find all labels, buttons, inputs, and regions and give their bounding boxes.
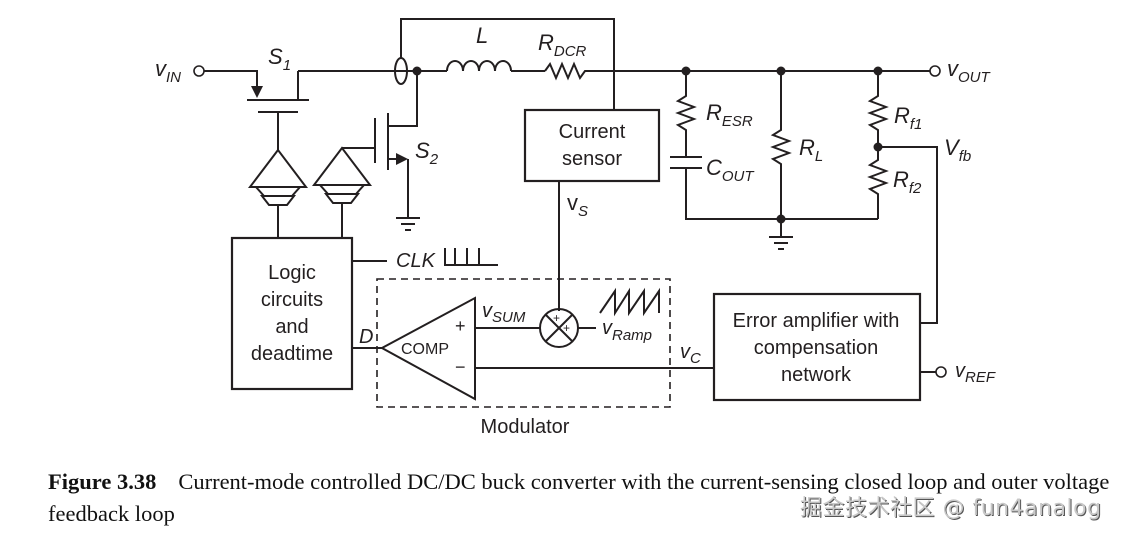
error-amp-line1: Error amplifier with bbox=[733, 310, 900, 332]
logic-line3: and bbox=[275, 316, 308, 338]
resr-label: RESR bbox=[706, 100, 753, 130]
vramp-label: vRamp bbox=[602, 317, 652, 344]
clock-waveform-icon bbox=[444, 248, 498, 266]
comp-plus-label: + bbox=[455, 316, 466, 336]
sawtooth-ramp-icon bbox=[599, 287, 660, 317]
error-amp-line2: compensation bbox=[754, 337, 879, 359]
output-terminal bbox=[929, 65, 941, 77]
vsum-label: vSUM bbox=[482, 300, 526, 326]
switch-s2-nmos bbox=[342, 71, 418, 218]
rf1-label: Rf1 bbox=[894, 103, 922, 133]
current-sensor-block bbox=[523, 108, 661, 183]
switch-s1-pmos bbox=[204, 70, 309, 150]
vref-label: vREF bbox=[955, 360, 996, 386]
inductor-l bbox=[417, 60, 545, 72]
buck-converter-schematic: vIN S1 S2 bbox=[155, 18, 996, 438]
d-label: D bbox=[359, 326, 373, 348]
wire-sense-loop bbox=[400, 18, 615, 110]
modulator-label: Modulator bbox=[481, 416, 570, 438]
resistor-rdcr bbox=[544, 61, 931, 81]
s2-label: S2 bbox=[415, 138, 439, 168]
logic-line1: Logic bbox=[268, 262, 316, 284]
resistor-rf1 bbox=[867, 71, 889, 147]
vin-label: vIN bbox=[155, 56, 181, 86]
capacitor-cout bbox=[670, 156, 878, 220]
wire-vfb bbox=[878, 146, 938, 324]
ground-symbol-s2 bbox=[396, 217, 420, 231]
modulator-boundary bbox=[376, 278, 671, 408]
comp-minus-label: − bbox=[455, 357, 466, 377]
resistor-resr bbox=[675, 71, 697, 157]
gate-driver-s1 bbox=[247, 148, 309, 238]
vfb-label: Vfb bbox=[944, 135, 971, 165]
gate-driver-s2 bbox=[311, 146, 373, 238]
current-sensor-line1: Current bbox=[559, 121, 626, 143]
logic-block bbox=[230, 236, 354, 391]
current-sensor-line2: sensor bbox=[562, 148, 622, 170]
resistor-rl bbox=[770, 71, 792, 219]
caption-text: Current-mode controlled DC/DC buck conve… bbox=[48, 469, 1110, 526]
comp-label: COMP bbox=[401, 341, 449, 358]
vout-label: vOUT bbox=[947, 56, 992, 86]
resistor-rf2 bbox=[867, 147, 889, 219]
sum-plus-right: + bbox=[563, 321, 570, 335]
rf2-label: Rf2 bbox=[893, 167, 922, 197]
vs-label: vS bbox=[567, 190, 588, 220]
comparator bbox=[352, 296, 476, 401]
vc-label: vC bbox=[680, 341, 701, 367]
logic-line4: deadtime bbox=[251, 343, 333, 365]
vref-terminal bbox=[935, 366, 947, 378]
clk-label: CLK bbox=[396, 250, 437, 272]
cout-label: COUT bbox=[706, 155, 755, 185]
rl-label: RL bbox=[799, 135, 823, 165]
ground-symbol-output bbox=[769, 219, 793, 250]
error-amplifier-block bbox=[712, 292, 922, 402]
watermark: 掘金技术社区 @ fun4analog bbox=[800, 496, 1102, 521]
error-amp-line3: network bbox=[781, 364, 852, 386]
input-terminal bbox=[193, 65, 205, 77]
inductor-label: L bbox=[476, 23, 488, 48]
figure-number: Figure 3.38 bbox=[48, 469, 157, 494]
logic-line2: circuits bbox=[261, 289, 323, 311]
sum-plus-top: + bbox=[553, 311, 560, 325]
rdcr-label: RDCR bbox=[538, 30, 587, 60]
s1-label: S1 bbox=[268, 44, 291, 74]
